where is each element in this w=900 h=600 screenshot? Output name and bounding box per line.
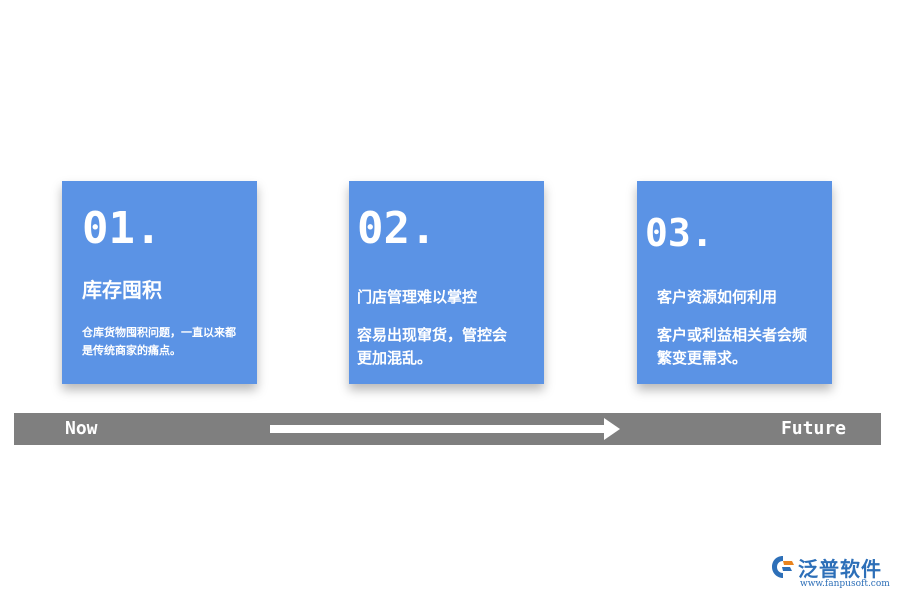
step-card-2: 02. 门店管理难以掌控 容易出现窜货，管控会更加混乱。 (349, 181, 544, 384)
logo-brand-text: 泛普软件 (798, 557, 882, 581)
step-title: 门店管理难以掌控 (357, 288, 478, 306)
logo-mark-icon (772, 556, 794, 578)
timeline-end-label: Future (780, 418, 846, 439)
step-number: 01. (82, 203, 162, 254)
step-number: 03. (645, 211, 714, 255)
timeline-start-label: Now (65, 418, 98, 439)
timeline-bar: Now Future (14, 413, 881, 445)
brand-logo: 泛普软件 www.fanpusoft.com (770, 554, 895, 596)
right-arrow-icon (270, 418, 620, 440)
step-description: 容易出现窜货，管控会更加混乱。 (357, 326, 508, 368)
step-title: 库存囤积 (82, 278, 162, 302)
step-description: 仓库货物囤积问题，一直以来都是传统商家的痛点。 (82, 326, 236, 358)
step-number: 02. (357, 203, 437, 254)
step-description: 客户或利益相关者会频繁变更需求。 (657, 326, 808, 368)
step-card-1: 01. 库存囤积 仓库货物囤积问题，一直以来都是传统商家的痛点。 (62, 181, 257, 384)
step-card-3: 03. 客户资源如何利用 客户或利益相关者会频繁变更需求。 (637, 181, 832, 384)
logo-url-text: www.fanpusoft.com (800, 579, 890, 589)
step-title: 客户资源如何利用 (657, 288, 778, 306)
